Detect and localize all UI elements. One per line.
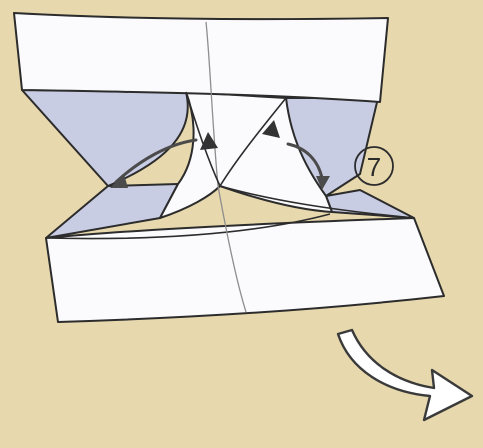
top-paper-band: [14, 13, 388, 102]
step-number-label: 7: [367, 152, 381, 182]
